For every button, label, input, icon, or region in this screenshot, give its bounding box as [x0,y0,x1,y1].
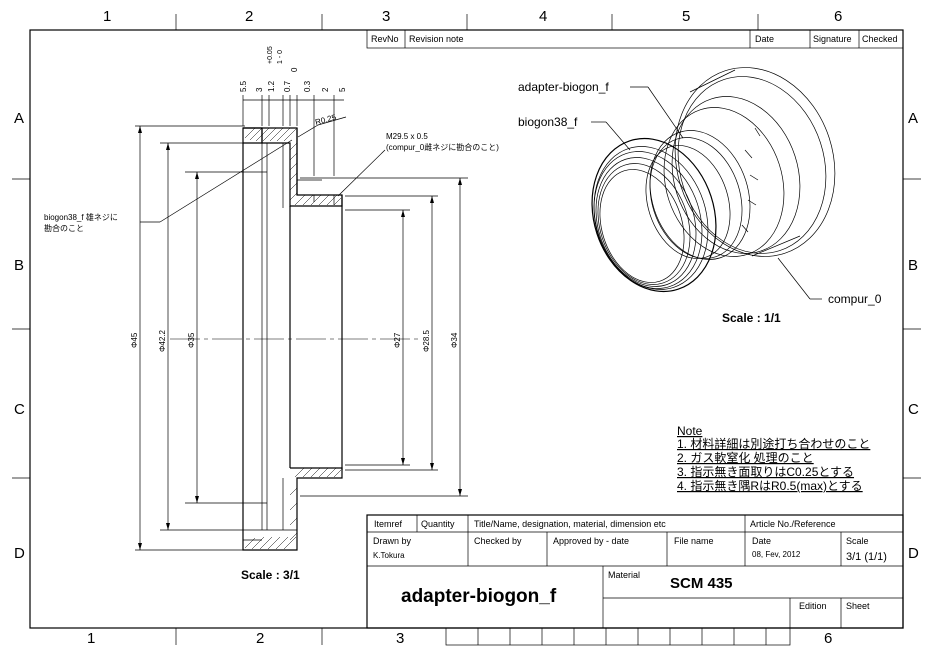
dim-axial-0-3: 0.3 [303,80,312,92]
note-item-3: 3. 指示無き面取りはC0.25とする [677,464,854,479]
diameter-dimensions [135,125,468,551]
iso-knurl-marks [741,127,761,233]
dim-axial-0: 0 [290,67,299,72]
drawing-frame [29,29,904,629]
iso-scale-label: Scale : 1/1 [722,311,781,325]
tb-sheet-label: Sheet [846,601,870,611]
revision-date-header: Date [755,34,774,44]
zone-row-b: B [14,257,24,274]
zone-col-1-bottom: 1 [87,630,95,647]
tb-quantity: Quantity [421,519,455,529]
dimension-arrows [138,126,462,550]
zone-col-6: 6 [834,8,842,25]
thread-note-1: M29.5 x 0.5 [386,132,428,141]
zone-col-2-bottom: 2 [256,630,264,647]
zone-row-d-right: D [908,545,919,562]
tb-checked-by-label: Checked by [474,536,522,546]
tb-material-label: Material [608,570,640,580]
iso-biogon-body [591,137,717,293]
revision-note-header: Revision note [409,34,464,44]
zone-row-c-right: C [908,401,919,418]
tb-part-name: adapter-biogon_f [401,586,557,607]
thread-note-2: (compur_0雌ネジに勘合のこと) [386,142,499,152]
zone-col-3: 3 [382,8,390,25]
dim-tolerance-plus: +0.05 [267,46,274,64]
note-item-4: 4. 指示無き隅RはR0.5(max)とする [677,478,863,493]
iso-view: adapter-biogon_f biogon38_f compur_0 Sca… [518,67,882,325]
dim-phi34: Φ34 [450,332,459,348]
tb-material: SCM 435 [670,575,733,592]
dim-phi42-2: Φ42.2 [158,329,167,352]
rev-no-header: RevNo [371,34,399,44]
tb-date: 08, Fev, 2012 [752,550,801,559]
zone-col-4: 4 [539,8,547,25]
tb-approved-label: Approved by - date [553,536,629,546]
zone-ticks [12,14,921,645]
note-item-1: 1. 材料詳細は別途打ち合わせのこと [677,436,870,451]
zone-row-a: A [14,110,24,127]
zone-col-1: 1 [103,8,111,25]
dim-axial-2: 2 [321,87,330,92]
dim-phi45: Φ45 [130,332,139,348]
zone-col-3-bottom: 3 [396,630,404,647]
notes-heading: Note [677,424,703,438]
iso-label-adapter: adapter-biogon_f [518,80,609,94]
zone-col-2: 2 [245,8,253,25]
zone-row-b-right: B [908,257,918,274]
zone-row-c: C [14,401,25,418]
notes-block: Note 1. 材料詳細は別途打ち合わせのこと 2. ガス軟窒化 処理のこと 3… [677,424,870,493]
title-block: Itemref Quantity Title/Name, designation… [366,514,904,629]
tb-date-label: Date [752,536,771,546]
dim-axial-0-7: 0.7 [283,80,292,92]
zone-row-a-right: A [908,110,918,127]
dim-tolerance-minus: 1 - 0 [277,50,284,64]
tb-drawn-by: K.Tokura [373,551,405,560]
section-scale-label: Scale : 3/1 [241,568,300,582]
section-view: Φ45 Φ42.2 Φ35 Φ27 Φ28.5 Φ34 5.5 3 1.2 +0… [44,46,499,582]
zone-col-5: 5 [682,8,690,25]
note-item-2: 2. ガス軟窒化 処理のこと [677,450,814,465]
tb-article-header: Article No./Reference [750,519,836,529]
iso-adapter-body [645,130,751,260]
tb-scale-label: Scale [846,536,869,546]
section-hatch-lower [242,467,343,551]
iso-compur-body [663,67,836,257]
tb-scale: 3/1 (1/1) [846,551,887,563]
fit-note-2: 勘合のこと [44,223,84,233]
hatch-lines-bottom [244,467,342,550]
dim-axial-5-5: 5.5 [239,80,248,92]
zone-col-6-bottom: 6 [824,630,832,647]
bottom-zone-strip [445,627,791,646]
thread-leader [337,149,386,197]
fit-note-1: biogon38_f 雄ネジに [44,212,118,222]
section-hatch-upper [242,127,343,540]
tb-edition-label: Edition [799,601,827,611]
iso-label-biogon: biogon38_f [518,115,578,129]
tb-file-name-label: File name [674,536,714,546]
tb-drawn-by-label: Drawn by [373,536,412,546]
dim-phi27: Φ27 [393,332,402,348]
dim-phi28-5: Φ28.5 [422,329,431,352]
dim-axial-5: 5 [338,87,347,92]
hatch-lines-top [244,127,342,206]
zone-row-d: D [14,545,25,562]
tb-title-header: Title/Name, designation, material, dimen… [474,519,666,529]
radius-leader [297,124,319,138]
dim-axial-3: 3 [255,87,264,92]
dim-axial-1-2: 1.2 [267,80,276,92]
iso-label-compur: compur_0 [828,292,882,306]
axial-dimension-lines [242,95,344,176]
checked-header: Checked [862,34,898,44]
signature-header: Signature [813,34,852,44]
dim-phi35: Φ35 [187,332,196,348]
tb-itemref: Itemref [374,519,403,529]
revision-block: RevNo Revision note Date Signature Check… [366,29,904,49]
